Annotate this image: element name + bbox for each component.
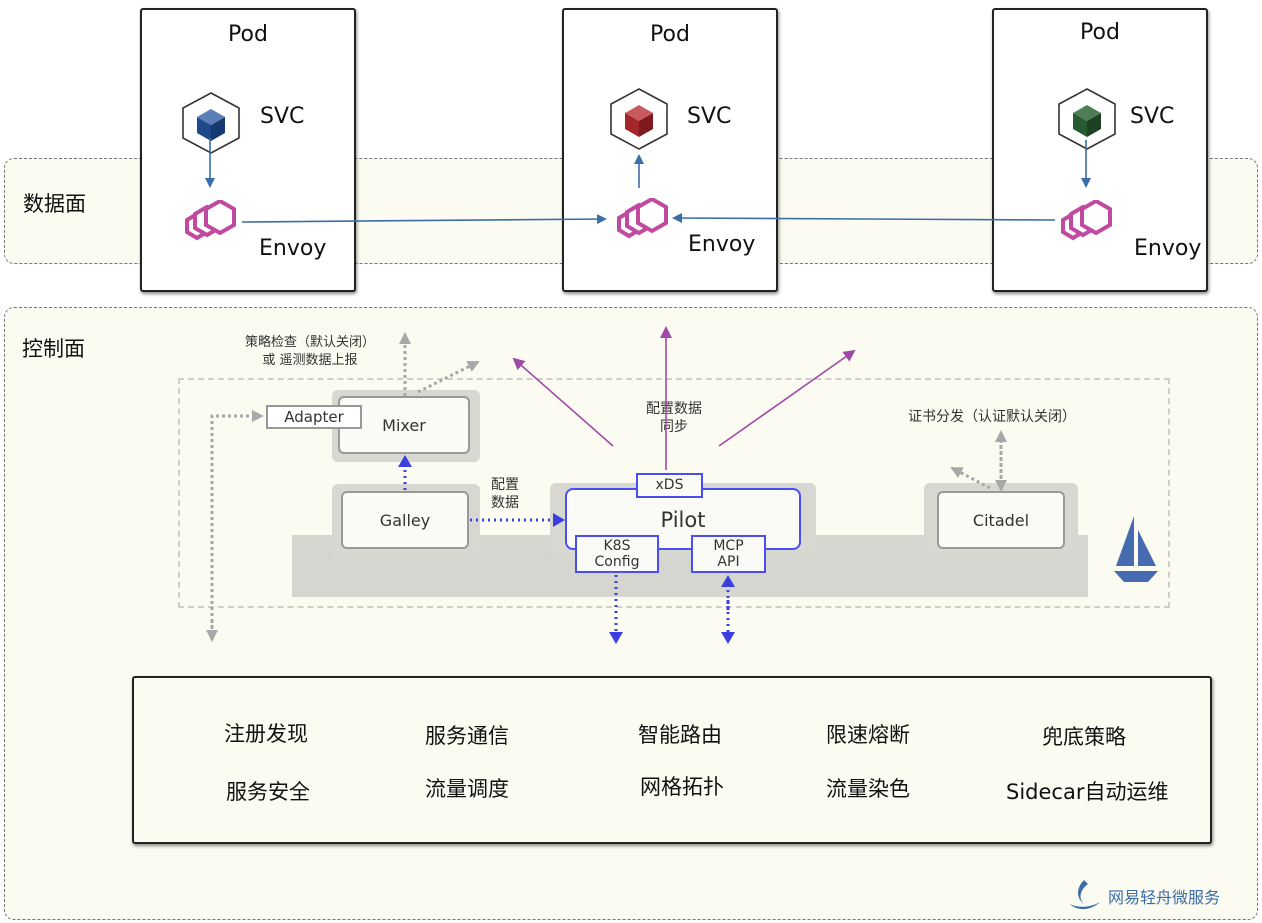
sync-line2: 同步	[660, 419, 688, 435]
adapter-box: Adapter	[266, 405, 362, 429]
sync-note: 配置数据 同步	[634, 400, 714, 436]
policy-note-line2: 或 遥测数据上报	[262, 353, 358, 368]
istio-sail-icon	[1114, 516, 1158, 582]
service-cube-icon	[610, 88, 668, 150]
svc-label: SVC	[687, 104, 732, 129]
pod-title: Pod	[1080, 20, 1120, 45]
feature-label: 智能路由	[638, 723, 722, 747]
envoy-label: Envoy	[688, 232, 756, 257]
pod-title: Pod	[650, 22, 690, 47]
envoy-proxy-icon	[1061, 200, 1112, 241]
svc-label: SVC	[1130, 104, 1175, 129]
brand-logo-icon	[1070, 880, 1100, 910]
service-cube-icon	[182, 92, 240, 154]
envoy-proxy-icon	[185, 200, 236, 241]
envoy-label: Envoy	[1134, 236, 1202, 261]
feature-label: 流量调度	[425, 777, 509, 801]
feature-label: 兜底策略	[1042, 725, 1126, 749]
feature-label: 流量染色	[826, 777, 910, 801]
data-plane-label: 数据面	[23, 192, 86, 216]
pod-1: Pod SVC Envoy	[140, 8, 356, 292]
control-plane-label: 控制面	[22, 337, 85, 361]
envoy-label: Envoy	[259, 236, 327, 261]
feature-label: Sidecar自动运维	[1006, 780, 1169, 804]
xds-box: xDS	[636, 473, 703, 498]
istio-control-boundary	[178, 378, 1170, 608]
mcp-line1: MCP	[713, 538, 744, 554]
config-data-line1: 配置	[491, 477, 519, 493]
mcp-api-box: MCP API	[691, 535, 766, 573]
policy-note-line1: 策略检查（默认关闭）	[244, 335, 375, 350]
service-cube-icon	[1058, 88, 1116, 150]
config-data-line2: 数据	[491, 495, 519, 511]
galley-box: Galley	[341, 491, 469, 549]
sync-line1: 配置数据	[646, 401, 702, 417]
pod-2: Pod SVC Envoy	[562, 8, 778, 292]
feature-label: 注册发现	[224, 722, 308, 746]
citadel-box: Citadel	[937, 491, 1065, 549]
feature-panel	[132, 676, 1212, 844]
mcp-line2: API	[717, 554, 740, 570]
policy-note: 策略检查（默认关闭） 或 遥测数据上报	[220, 334, 400, 370]
feature-label: 服务通信	[425, 724, 509, 748]
cert-note: 证书分发（认证默认关闭）	[908, 409, 1076, 425]
config-data-note: 配置 数据	[480, 476, 530, 512]
pod-3: Pod SVC Envoy	[992, 8, 1208, 292]
k8s-line1: K8S	[603, 538, 631, 554]
envoy-proxy-icon	[617, 198, 668, 239]
k8s-config-box: K8S Config	[575, 535, 659, 573]
feature-label: 限速熔断	[826, 723, 910, 747]
k8s-line2: Config	[594, 554, 640, 570]
feature-label: 服务安全	[226, 780, 310, 804]
brand-text: 网易轻舟微服务	[1108, 888, 1221, 907]
feature-label: 网格拓扑	[640, 775, 724, 799]
pilot-label: Pilot	[660, 508, 706, 532]
svc-label: SVC	[260, 104, 305, 129]
pod-title: Pod	[228, 22, 268, 47]
